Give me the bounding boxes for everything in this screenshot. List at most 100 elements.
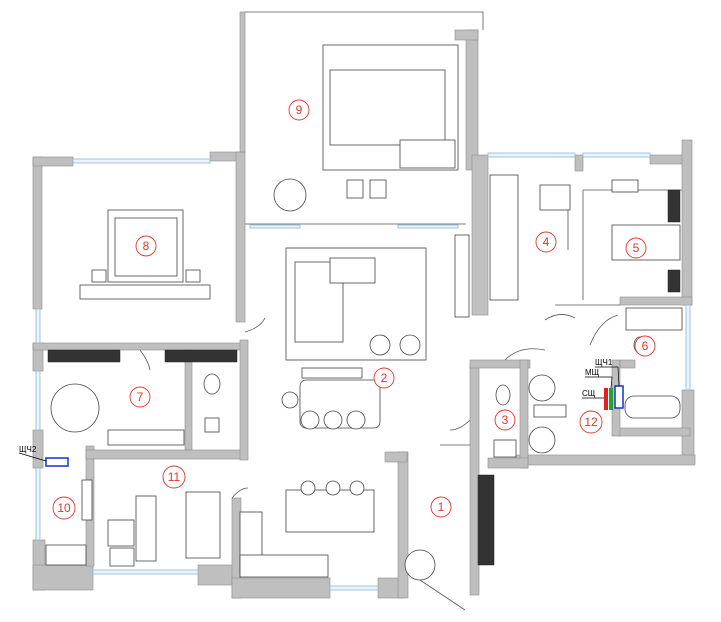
room-number-7: 7 [129, 386, 151, 408]
dining-chair [323, 410, 343, 430]
room-number-8: 8 [135, 235, 157, 257]
vanity [107, 429, 185, 446]
room-number-text: 10 [57, 501, 71, 515]
wall-segment [619, 296, 693, 306]
door-swing-arc [244, 317, 266, 333]
bar-stool [300, 480, 316, 496]
ottoman [109, 547, 135, 567]
window [487, 152, 576, 158]
wall-segment [32, 156, 43, 310]
door-swing-arc [544, 314, 576, 321]
walls [32, 11, 696, 599]
panel-red [604, 388, 608, 410]
wall-segment [32, 156, 74, 167]
door-swing-arc [589, 314, 619, 346]
room-number-text: 12 [584, 415, 598, 429]
wall-segment [235, 151, 246, 323]
wall-segment [454, 29, 479, 41]
wall-segment [184, 349, 193, 451]
wall-segment [681, 139, 693, 306]
window [35, 308, 41, 344]
lounge-chair [404, 549, 436, 581]
coffee-table [533, 404, 567, 418]
nightstand [91, 269, 107, 283]
stool [346, 179, 364, 199]
room-number-text: 11 [168, 470, 181, 484]
wall-segment [469, 359, 531, 369]
window [249, 224, 301, 229]
armchair [528, 426, 556, 454]
room-number-text: 6 [642, 339, 649, 353]
room-labels: 1 2 3 4 5 6 7 8 9 10 11 12 [52, 99, 656, 520]
sofa-chaise [399, 139, 456, 169]
room-number-5: 5 [625, 237, 647, 259]
wall-segment [619, 359, 636, 369]
room-number-text: 8 [143, 239, 150, 253]
armchair [399, 334, 421, 356]
window [92, 569, 199, 575]
panel-blue [614, 385, 624, 409]
armchair [369, 334, 391, 356]
room-number-1: 1 [430, 496, 452, 518]
wall-segment [239, 11, 246, 153]
sofa-seat [329, 69, 446, 146]
room-number-text: 4 [543, 235, 550, 249]
panel-label-shch2: ЩЧ2 [19, 445, 37, 454]
shower-tray [204, 417, 220, 433]
bar-stool [349, 480, 365, 496]
room-number-3: 3 [494, 409, 516, 431]
kitchen-counter [239, 554, 329, 578]
room-number-11: 11 [162, 465, 186, 489]
nightstand [185, 269, 201, 283]
kitchen-island [285, 489, 375, 533]
room-number-text: 5 [633, 241, 640, 255]
wall-segment [465, 29, 479, 171]
room-number-text: 9 [296, 103, 303, 117]
bathtub [624, 395, 681, 419]
wall-segment [384, 451, 408, 463]
desk [611, 179, 639, 193]
wall-segment [514, 454, 696, 466]
wardrobe [47, 349, 121, 363]
wall-segment [239, 339, 249, 461]
toilet [203, 373, 221, 395]
dining-chair [346, 410, 366, 430]
thin-partitions [139, 11, 682, 611]
window [72, 158, 211, 164]
window [329, 585, 379, 591]
bookcase [454, 234, 470, 318]
desk [539, 184, 571, 211]
armchair [528, 374, 556, 402]
wall-segment [469, 364, 480, 596]
sofa-module [329, 257, 376, 284]
wardrobe [667, 269, 681, 293]
room-number-2: 2 [373, 367, 395, 389]
sofa [185, 491, 221, 559]
washbasin [493, 439, 517, 458]
panel-green [609, 388, 613, 410]
bench [301, 367, 363, 379]
window [35, 467, 41, 541]
balcony-outline [245, 11, 484, 30]
desk [45, 544, 87, 566]
wall-segment [617, 427, 691, 437]
panel-label-ssh: СЩ [582, 389, 596, 398]
wall-segment [487, 457, 529, 469]
door-swing-arc [231, 487, 249, 499]
wall-segment [209, 151, 241, 162]
toilet [495, 384, 511, 406]
electrical-panels: ЩЧ1 МЩ СЩ ЩЧ2 [18, 358, 624, 467]
window [397, 224, 459, 229]
dining-chair [300, 410, 320, 430]
wardrobe [164, 349, 238, 363]
wall-segment [471, 154, 489, 316]
wall-segment [231, 577, 331, 599]
windows [35, 152, 691, 591]
wall-segment [519, 359, 529, 469]
room-number-text: 3 [502, 413, 509, 427]
door-swing-line [419, 579, 466, 611]
wall-segment [681, 389, 695, 461]
wardrobe [477, 474, 495, 566]
wall-segment [574, 154, 584, 172]
